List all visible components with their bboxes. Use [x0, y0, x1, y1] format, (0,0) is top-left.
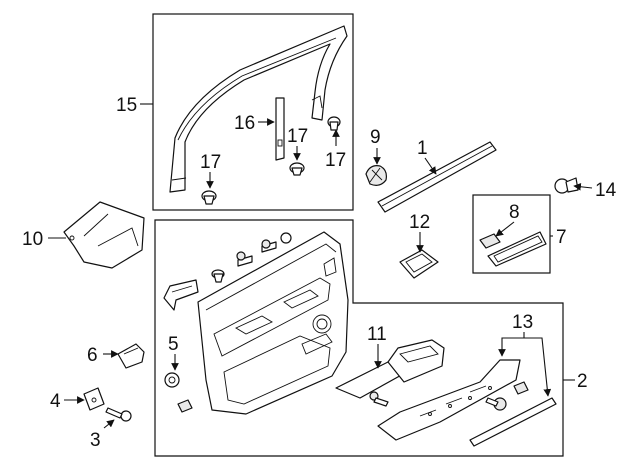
- clip-14: [554, 177, 579, 194]
- callout-9: 9: [370, 127, 381, 148]
- panel-nut: [280, 232, 292, 244]
- panel-screw-2: [261, 239, 277, 253]
- callout-12: 12: [409, 212, 430, 233]
- lower-strip-13: [469, 397, 557, 447]
- callout-6: 6: [87, 345, 98, 366]
- callout-13: 13: [512, 312, 533, 333]
- callout-5: 5: [168, 334, 179, 355]
- bracket-4: [83, 387, 105, 411]
- leader-13b: [524, 337, 552, 397]
- door-trim-panel: [197, 231, 349, 415]
- clip-17b: [289, 162, 305, 176]
- callout-17b: 17: [287, 126, 308, 147]
- clip-9: [365, 165, 387, 186]
- panel-bracket: [163, 279, 199, 311]
- belt-weatherstrip: [377, 141, 497, 213]
- callout-11: 11: [367, 324, 387, 345]
- callout-10: 10: [22, 229, 43, 250]
- screw-3: [105, 407, 132, 422]
- panel-clip: [211, 269, 225, 283]
- leader-3: [103, 419, 115, 429]
- bracket-12: [399, 249, 439, 279]
- handle-insert-8: [479, 233, 501, 249]
- leader-8: [495, 221, 515, 237]
- pull-handle-cup: [487, 231, 547, 267]
- window-frame-moulding: [169, 25, 348, 193]
- lower-clip: [513, 381, 529, 395]
- callout-7: 7: [556, 227, 567, 248]
- window-trim-group-frame: [152, 13, 354, 211]
- callout-16: 16: [234, 113, 255, 134]
- pull-handle-group-frame: [472, 194, 551, 274]
- leader-13a: [498, 332, 525, 357]
- callout-17a: 17: [200, 152, 221, 173]
- callout-1: 1: [417, 138, 428, 159]
- callout-14: 14: [595, 180, 617, 201]
- callout-3: 3: [90, 430, 101, 451]
- water-shield-10: [63, 201, 145, 269]
- armrest-11: [335, 339, 445, 399]
- callout-8: 8: [509, 202, 520, 223]
- leader-1: [424, 157, 437, 175]
- clip-17a: [201, 190, 217, 205]
- callout-2: 2: [577, 371, 588, 392]
- door-panel-group-frame: [154, 219, 564, 457]
- panel-screw-1: [236, 251, 253, 267]
- leader-14: [573, 182, 593, 191]
- callout-17c: 17: [325, 150, 346, 171]
- callout-15: 15: [116, 95, 137, 116]
- clip-17c: [327, 116, 341, 131]
- callout-4: 4: [50, 391, 61, 412]
- moulding-clip-strip: [275, 97, 285, 161]
- panel-lower-clip: [177, 399, 193, 413]
- lower-trim-13: [377, 359, 521, 441]
- lower-screw: [369, 391, 389, 407]
- switch-6: [117, 343, 145, 369]
- clip-5: [164, 372, 180, 388]
- lower-bolt: [485, 397, 507, 411]
